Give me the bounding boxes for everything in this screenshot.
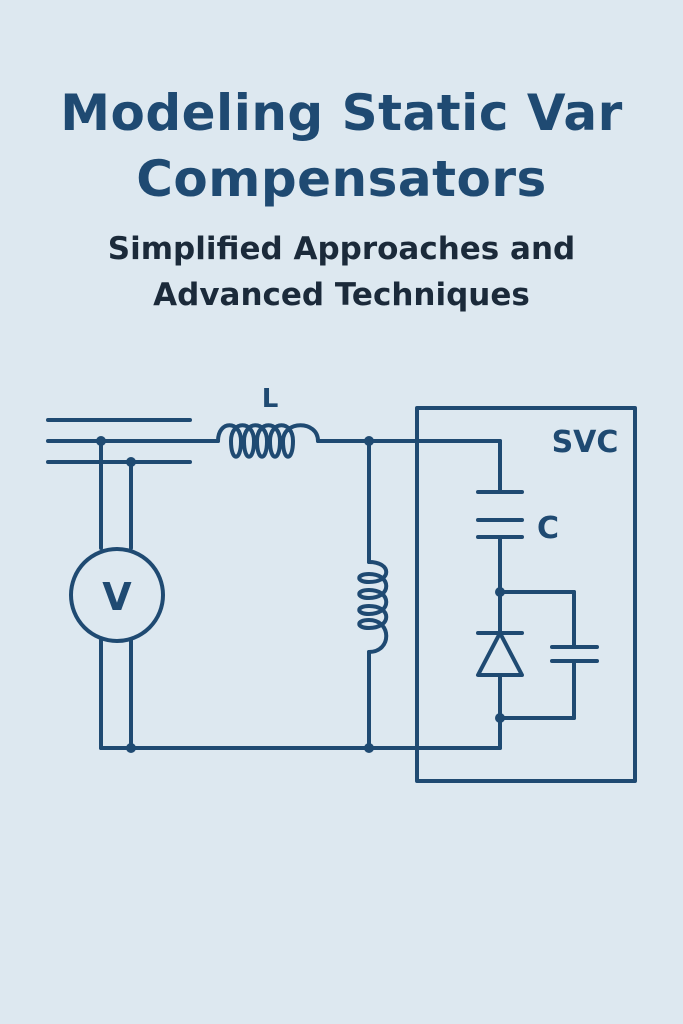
circuit-svg: L V <box>46 384 637 783</box>
shunt-inductor <box>357 560 389 654</box>
bus-lines <box>46 418 192 464</box>
subtitle-line-2: Advanced Techniques <box>153 277 530 313</box>
svc-box <box>415 406 637 783</box>
junction-dot <box>364 743 374 753</box>
junction-dot <box>126 743 136 753</box>
page-subtitle: Simplified Approaches and Advanced Techn… <box>0 226 683 318</box>
junction-dot <box>96 436 106 446</box>
title-line-1: Modeling Static Var <box>60 84 623 142</box>
subtitle-line-1: Simplified Approaches and <box>107 231 576 267</box>
inductor-label: L <box>262 384 279 414</box>
voltmeter-label: V <box>102 575 132 619</box>
junction-dots <box>96 436 505 753</box>
series-inductor <box>216 423 320 459</box>
junction-dot <box>126 457 136 467</box>
junction-dot <box>364 436 374 446</box>
page-title: Modeling Static Var Compensators <box>0 80 683 212</box>
voltmeter-circle <box>69 547 165 643</box>
circuit-diagram: L V <box>0 380 683 800</box>
title-line-2: Compensators <box>136 150 547 208</box>
thyristor-triangle <box>476 631 524 677</box>
svc-label: SVC <box>552 425 619 460</box>
capacitor-label: C <box>537 511 559 546</box>
